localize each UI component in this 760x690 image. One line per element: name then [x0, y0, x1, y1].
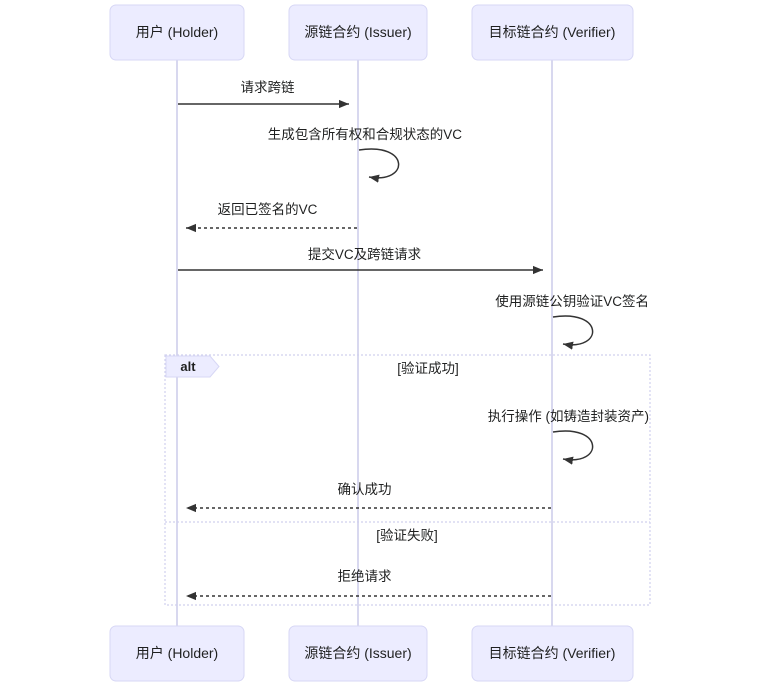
- message-m7: 确认成功: [186, 482, 551, 513]
- actor-box[interactable]: [109, 625, 245, 682]
- message-m2: 生成包含所有权和合规状态的VC: [268, 126, 463, 183]
- alt-fragment-outline: [164, 354, 651, 606]
- actor-verifier-bottom[interactable]: 目标链合约 (Verifier): [471, 625, 634, 682]
- alt-fragment-operator-label: alt: [180, 359, 196, 374]
- message-m8: 拒绝请求: [186, 569, 551, 601]
- message-m1: 请求跨链: [178, 80, 349, 109]
- actor-label: 源链合约 (Issuer): [304, 645, 411, 661]
- actor-box[interactable]: [471, 625, 634, 682]
- alt-fragment-group: alt [验证成功] [验证失败]: [164, 354, 651, 606]
- message-label: 提交VC及跨链请求: [308, 246, 422, 262]
- message-m3: 返回已签名的VC: [186, 201, 357, 233]
- actor-label: 目标链合约 (Verifier): [489, 24, 616, 40]
- lifelines-group: [176, 60, 553, 626]
- message-label: 拒绝请求: [338, 569, 392, 584]
- message-m6: 执行操作 (如铸造封装资产): [488, 409, 649, 465]
- actor-verifier-top[interactable]: 目标链合约 (Verifier): [471, 4, 634, 61]
- self-loop-arrow: [358, 148, 400, 183]
- actor-holder-bottom[interactable]: 用户 (Holder): [109, 625, 245, 682]
- actor-label: 源链合约 (Issuer): [304, 24, 411, 40]
- actor-holder-top[interactable]: 用户 (Holder): [109, 4, 245, 61]
- actor-issuer-bottom[interactable]: 源链合约 (Issuer): [288, 625, 428, 682]
- actor-label: 用户 (Holder): [136, 645, 218, 661]
- actor-box[interactable]: [288, 625, 428, 682]
- message-label: 执行操作 (如铸造封装资产): [488, 409, 649, 424]
- actor-label: 用户 (Holder): [136, 24, 218, 40]
- actor-issuer-top[interactable]: 源链合约 (Issuer): [288, 4, 428, 61]
- alt-fragment-tab: [165, 355, 220, 378]
- message-label: 生成包含所有权和合规状态的VC: [268, 126, 463, 142]
- message-m5: 使用源链公钥验证VC签名: [495, 293, 649, 350]
- cond-success: [验证成功]: [397, 361, 459, 376]
- message-label: 请求跨链: [241, 80, 295, 95]
- message-label: 确认成功: [338, 482, 392, 497]
- message-m4: 提交VC及跨链请求: [178, 246, 543, 275]
- actor-label: 目标链合约 (Verifier): [489, 645, 616, 661]
- message-label: 返回已签名的VC: [218, 201, 318, 217]
- message-label: 使用源链公钥验证VC签名: [495, 293, 649, 309]
- self-loop-arrow: [552, 430, 594, 465]
- actor-box[interactable]: [109, 4, 245, 61]
- cond-failure: [验证失败]: [376, 528, 438, 543]
- actor-box[interactable]: [471, 4, 634, 61]
- actors-group: 用户 (Holder) 源链合约 (Issuer) 目标链合约 (Verifier)…: [109, 4, 634, 682]
- actor-box[interactable]: [288, 4, 428, 61]
- self-loop-arrow: [552, 315, 594, 350]
